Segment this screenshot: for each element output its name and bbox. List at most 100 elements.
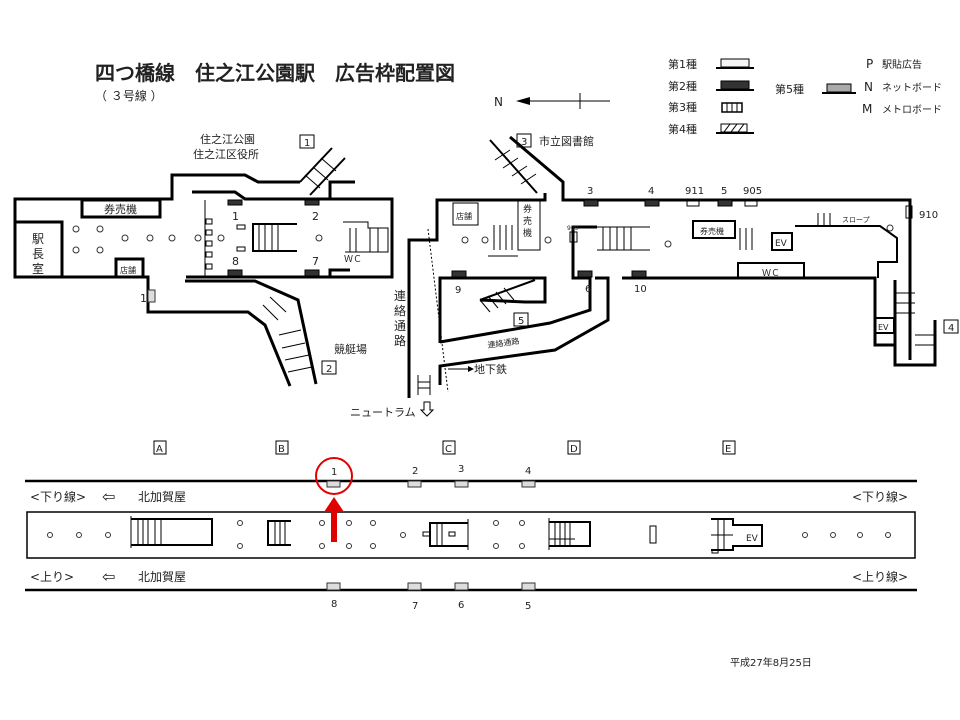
left-arrow-icon: ⇦ [102, 567, 115, 586]
ad-slot[interactable] [326, 480, 341, 488]
passage-label: 連 [394, 289, 406, 303]
ad-slot[interactable] [147, 289, 156, 303]
ad-slot[interactable] [407, 480, 422, 488]
ad-slot[interactable] [583, 199, 599, 207]
station-master-label: 駅 [32, 232, 44, 246]
ad-slot[interactable] [686, 199, 700, 207]
legend-type4-icon [716, 123, 754, 134]
down-arrow-icon [419, 401, 435, 417]
car-markers: A B C D E [153, 440, 736, 455]
ad-slot[interactable] [717, 199, 733, 207]
ad-number: 4 [525, 466, 531, 477]
wc-label: ＷＣ [344, 255, 362, 265]
exit-3-badge [516, 133, 532, 148]
exit-5-number: 5 [518, 316, 524, 327]
shop-label: 店舗 [456, 211, 472, 221]
down-line-label: <下り線> [30, 489, 86, 504]
ad-slot[interactable] [227, 199, 243, 206]
ad-number: 1 [232, 210, 239, 223]
ad-number: 1 [140, 292, 147, 305]
ad-slot[interactable] [407, 582, 422, 591]
ad-slot[interactable] [454, 480, 469, 488]
legend-type2-icon [720, 80, 750, 90]
escalator-icon [422, 519, 469, 550]
ad-slot[interactable] [631, 270, 647, 278]
ticket-machine-label: 券 [523, 203, 532, 215]
stairs-icon [267, 520, 291, 546]
ad-slot[interactable] [577, 270, 593, 278]
ad-number: 6 [585, 284, 591, 295]
ad-number: 7 [312, 255, 319, 268]
ad-slot[interactable] [304, 199, 320, 206]
legend-code-letter: P [866, 57, 873, 71]
ad-number: 909 [567, 225, 579, 232]
exit-5-badge [513, 312, 529, 327]
car-label: B [278, 444, 285, 455]
ad-number: 910 [919, 210, 938, 221]
wc-room [737, 262, 805, 279]
ev-label: EV [746, 534, 759, 544]
newtram-label: ニュートラム [350, 406, 416, 419]
ad-number: 4 [648, 186, 654, 197]
elevator [874, 317, 895, 334]
ad-slot[interactable] [744, 199, 758, 207]
shop-room [452, 202, 479, 226]
exit-1-destination: 住之江公園 [200, 132, 255, 146]
ad-number: 3 [587, 186, 593, 197]
ad-number: 5 [721, 186, 727, 197]
page-subtitle: （ ３号線 ） [95, 88, 163, 103]
ad-slot[interactable] [227, 269, 243, 277]
legend-type1-icon [720, 58, 750, 68]
ad-number: 10 [634, 284, 647, 295]
highlight-circle [315, 457, 353, 495]
left-concourse: 券売機 駅 長 室 店舗 ＷＣ [13, 132, 394, 387]
legend: 第1種 第2種 第3種 第4種 第5種 P 駅貼広告 N ネットボード M メト… [668, 57, 942, 136]
ticket-machine-label: 券売機 [700, 226, 724, 236]
ad-slot[interactable] [521, 582, 536, 591]
page-title: 四つ橋線 住之江公園駅 広告枠配置図 [95, 61, 455, 85]
stairs-icon [548, 518, 591, 550]
ev-label: EV [775, 239, 788, 249]
legend-type4-label: 第4種 [668, 122, 697, 136]
ticket-machine-label: 機 [523, 227, 532, 239]
ad-slot[interactable] [644, 199, 660, 207]
exit-2-badge [321, 360, 337, 375]
subway-label: 地下鉄 [474, 362, 507, 376]
ad-slot-909[interactable] [569, 231, 578, 243]
slope-label: スロープ [842, 216, 870, 224]
station-master-label: 室 [32, 261, 44, 276]
exit-1-destination: 住之江区役所 [193, 147, 259, 161]
car-label: E [725, 444, 731, 455]
stairs-icon [252, 223, 297, 252]
legend-type2-label: 第2種 [668, 79, 697, 93]
shop-room [114, 257, 145, 279]
legend-type3-label: 第3種 [668, 100, 697, 114]
exit-2-number: 2 [326, 364, 332, 375]
legend-code-letter: N [864, 80, 873, 94]
ad-slot[interactable] [451, 270, 467, 278]
ad-slot[interactable] [905, 205, 913, 219]
ad-number: 2 [412, 466, 418, 477]
ad-number: 8 [331, 599, 337, 610]
passage-label: 路 [394, 333, 406, 348]
legend-type3-icon [721, 102, 743, 113]
ad-slot[interactable] [454, 582, 469, 591]
up-line-label-right: <上り線> [852, 569, 908, 584]
station-master-label: 長 [32, 247, 44, 261]
ad-number: 905 [743, 186, 762, 197]
exit-4-number: 4 [948, 323, 954, 334]
ad-slot[interactable] [304, 269, 320, 277]
station-master-room [13, 220, 64, 279]
legend-code-text: ネットボード [882, 82, 942, 94]
exit-1-badge [299, 134, 315, 149]
stairs-icon [130, 516, 213, 548]
ad-slot[interactable] [521, 480, 536, 488]
stairs-icon [597, 226, 650, 251]
ad-number: 1 [331, 467, 337, 478]
north-arrow-icon: N [494, 93, 610, 109]
exit-3-number: 3 [521, 137, 527, 148]
ad-slot[interactable] [326, 582, 341, 591]
date-label: 平成27年8月25日 [730, 656, 812, 669]
